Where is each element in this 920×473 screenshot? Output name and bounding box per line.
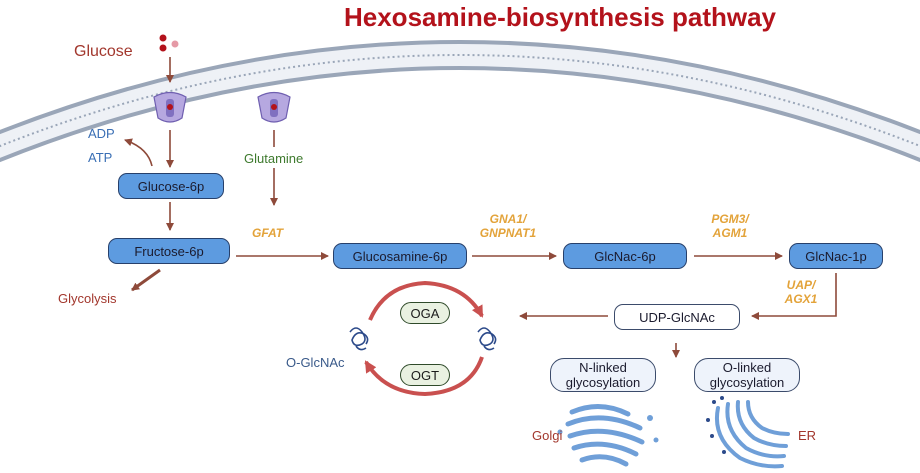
glucose-label: Glucose (74, 43, 133, 60)
arrow-atp-adp (124, 138, 153, 167)
glcnac-6p-node: GlcNac-6p (563, 243, 687, 269)
protein-right-icon (477, 327, 497, 351)
arrow-to-udp-glcnac (751, 273, 837, 320)
n-linked-glycosylation-node: N-linked glycosylation (550, 358, 656, 392)
uap-enzyme-label: UAP/ AGX1 (784, 278, 818, 306)
oga-enzyme-node: OGA (400, 302, 450, 324)
golgi-icon (557, 404, 659, 467)
glucose-molecules-icon (159, 34, 179, 52)
arrow-to-glycolysis (131, 268, 161, 292)
glcnac-1p-node: GlcNac-1p (789, 243, 883, 269)
glutamine-transporter-icon (257, 91, 291, 123)
fructose-6p-node: Fructose-6p (108, 238, 230, 264)
adp-label: ADP (88, 126, 115, 141)
pgm3-enzyme-label: PGM3/ AGM1 (711, 212, 749, 240)
glucosamine-6p-node: Glucosamine-6p (333, 243, 467, 269)
golgi-label: Golgi (532, 428, 563, 443)
glucose-transporter-icon (153, 91, 187, 123)
atp-label: ATP (88, 150, 113, 165)
ogt-enzyme-node: OGT (400, 364, 450, 386)
gna1-enzyme-label: GNA1/ GNPNAT1 (479, 212, 537, 240)
cycle-arrow-top (368, 280, 484, 321)
er-icon (706, 396, 790, 469)
glycolysis-label: Glycolysis (58, 291, 117, 306)
glucose-6p-node: Glucose-6p (118, 173, 224, 199)
udp-glcnac-node: UDP-GlcNAc (614, 304, 740, 330)
cell-membrane (0, 40, 920, 163)
o-glcnac-label: O-GlcNAc (286, 355, 345, 370)
o-linked-glycosylation-node: O-linked glycosylation (694, 358, 800, 392)
er-label: ER (798, 428, 817, 443)
cycle-arrow-bottom (364, 356, 484, 397)
pathway-arrows (124, 57, 837, 358)
page-title: Hexosamine-biosynthesis pathway (343, 2, 777, 32)
o-glcnac-cycle (364, 280, 484, 397)
protein-left-icon (349, 327, 369, 351)
gfat-enzyme-label: GFAT (252, 226, 284, 240)
glutamine-label: Glutamine (244, 151, 304, 166)
